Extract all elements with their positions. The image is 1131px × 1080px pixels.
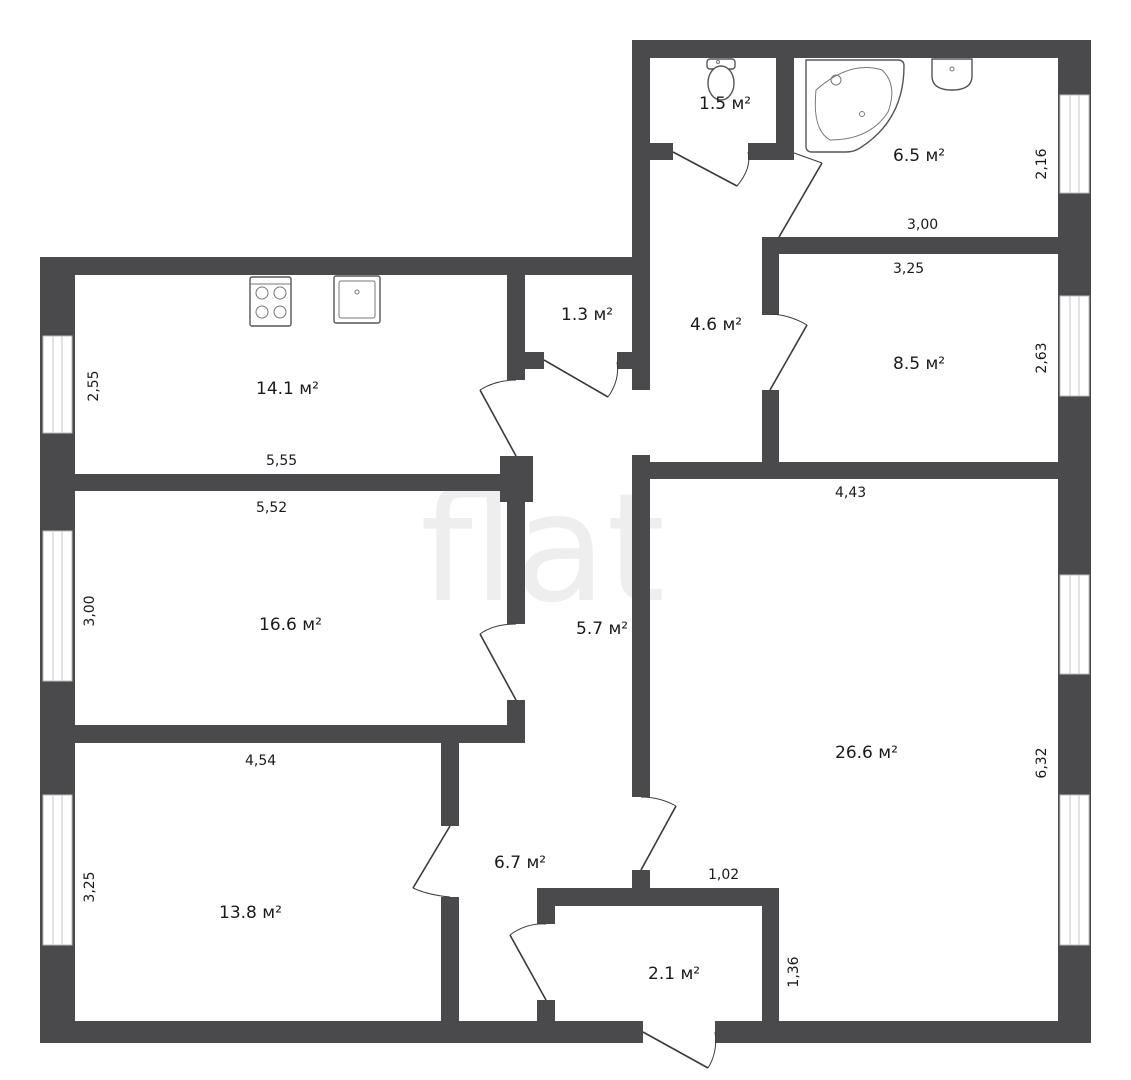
window-room-13 [42,794,73,946]
outer-wall-bottom-left [40,1021,643,1043]
dimension-labels: 2,16 3,00 3,25 2,63 2,55 5,55 5,52 3,00 … [82,148,1050,987]
wall-room13-right-bottom [441,897,459,1027]
dim-room-middle-width: 5,52 [256,500,287,516]
area-kitchen: 14.1 м² [256,379,319,399]
door-pantry [543,359,619,398]
wall-room16-bottom [75,725,525,743]
door-storage [509,923,547,1001]
stove-icon [249,276,292,327]
window-kitchen [42,335,73,434]
wall-wc-stub-right [748,143,794,160]
area-pantry: 1.3 м² [561,305,613,325]
dim-bedroom-height: 2,63 [1034,342,1050,373]
wall-storage-left-top [537,888,555,924]
wall-living-top [632,462,1058,479]
outer-wall-top-left [40,257,650,275]
area-living-room: 26.6 м² [835,743,898,763]
wall-living-left-stub [632,870,650,890]
wall-room16-right-top [507,491,525,624]
dim-storage-width: 1,02 [708,867,739,883]
door-living [640,796,677,871]
area-hall-top: 4.6 м² [690,315,742,335]
door-bathroom [778,152,823,238]
dim-living-height: 6,32 [1034,747,1050,778]
wall-kitchen-bottom [75,474,515,491]
door-bedroom [769,313,808,391]
window-bathroom [1059,94,1090,194]
area-storage: 2.1 м² [648,964,700,984]
dim-bathroom-height: 2,16 [1034,148,1050,179]
area-bedroom-small: 8.5 м² [893,354,945,374]
outer-wall-step [632,40,650,275]
area-entry: 6.7 м² [494,853,546,873]
wall-pantry-stub-left [507,352,544,369]
window-living-bottom [1059,794,1090,946]
washbasin-icon [931,58,973,91]
doors [412,151,823,1069]
area-room-middle-left: 16.6 м² [259,615,322,635]
wall-storage-left-bottom [537,1000,555,1025]
area-labels: 1.5 м² 6.5 м² 14.1 м² 1.3 м² 4.6 м² 8.5 … [219,94,945,984]
wall-bedroom-left-bottom [762,390,779,478]
area-room-bottom-left: 13.8 м² [219,903,282,923]
window-living-top [1059,574,1090,675]
wall-storage-top [537,888,777,906]
area-wc: 1.5 м² [699,94,751,114]
bathtub-icon [805,59,905,153]
window-room-16 [42,530,73,682]
dim-living-width: 4,43 [835,485,866,501]
wall-storage-right [762,888,779,1025]
door-entrance [642,1031,717,1069]
windows [42,94,1090,946]
outer-wall-bottom-right [715,1021,1091,1043]
dim-room-middle-height: 3,00 [82,595,98,626]
area-bathroom: 6.5 м² [893,146,945,166]
toilet-icon [706,58,736,101]
wall-wc-bath [776,58,794,153]
wall-pantry-right [632,275,650,390]
dim-bathroom-width: 3,00 [907,217,938,233]
area-corridor: 5.7 м² [576,619,628,639]
door-kitchen [479,379,517,457]
dim-room-bottom-height: 3,25 [82,871,98,902]
sink-icon [333,275,381,324]
wall-room13-right-top [441,743,459,826]
dim-storage-height: 1,36 [786,956,802,987]
wall-wc-stub-left [650,143,673,160]
wall-bath-bottom [762,237,1058,254]
dim-kitchen-width: 5,55 [266,453,297,469]
door-room-13 [412,825,451,898]
outer-wall-top [632,40,1091,58]
wall-living-left [632,455,650,797]
dim-room-bottom-width: 4,54 [245,753,276,769]
door-room-16 [479,623,517,701]
wall-bedroom-left-top [762,237,779,315]
window-bedroom [1059,295,1090,397]
dim-bedroom-width: 3,25 [893,261,924,277]
door-wc [672,151,750,187]
dim-kitchen-height: 2,55 [86,370,102,401]
